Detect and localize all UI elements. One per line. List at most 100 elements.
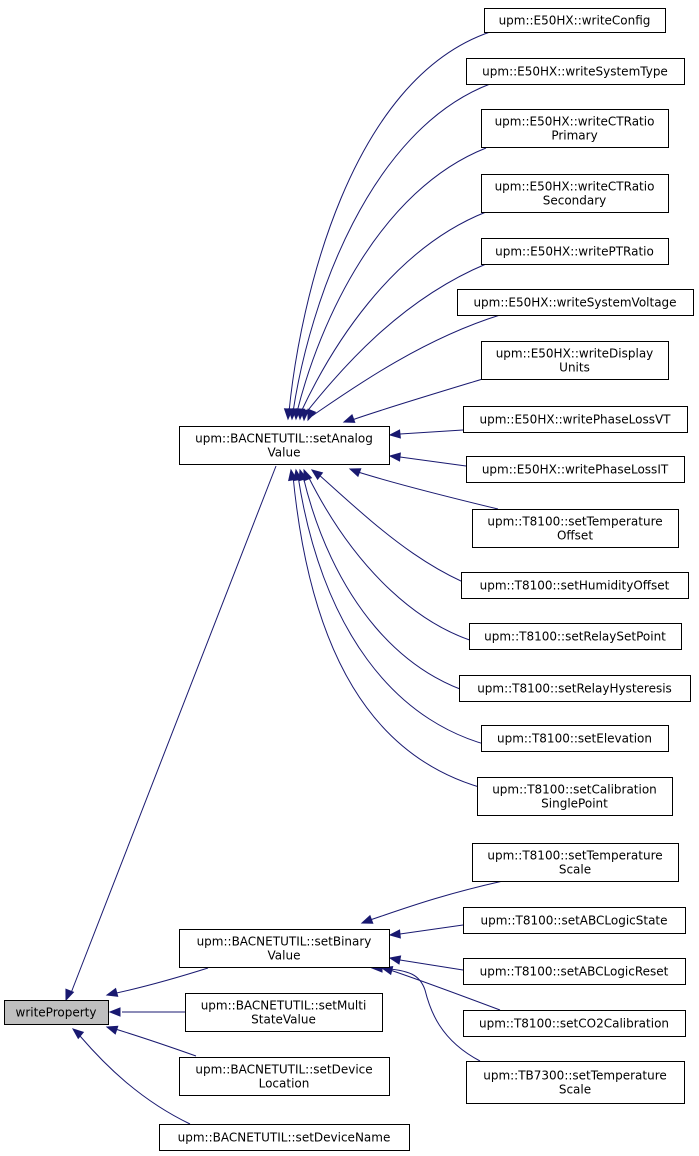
arrow-head [105, 1025, 119, 1035]
node-label-line: upm::T8100::setHumidityOffset [480, 579, 670, 593]
node-e50_writeConfig[interactable]: upm::E50HX::writeConfig [484, 8, 666, 33]
arrow-head [288, 468, 298, 482]
arrow-head [310, 469, 324, 481]
node-box [481, 725, 669, 752]
node-label-line: upm::E50HX::writePTRatio [495, 245, 654, 259]
node-label-line: Offset [557, 529, 593, 543]
edge-line [351, 377, 487, 421]
edge-e50_writeDisplayUnits-to-setAnalogValue [342, 377, 487, 423]
node-label-line: upm::T8100::setRelaySetPoint [484, 630, 666, 644]
node-label-line: upm::E50HX::writeCTRatio [495, 180, 655, 194]
node-t81_setCO2Calibration[interactable]: upm::T8100::setCO2Calibration [463, 1010, 686, 1037]
node-box [463, 907, 686, 934]
node-label-line: Scale [559, 863, 591, 877]
edge-line [399, 959, 464, 971]
node-label-line: upm::T8100::setElevation [497, 732, 652, 746]
arrow-head [388, 429, 401, 439]
node-box [481, 174, 669, 213]
edge-line [399, 456, 467, 467]
node-e50_writePhaseLossIT[interactable]: upm::E50HX::writePhaseLossIT [466, 456, 685, 483]
node-box [472, 843, 679, 882]
arrow-head [388, 452, 401, 462]
node-t81_setRelayHysteresis[interactable]: upm::T8100::setRelayHysteresis [459, 675, 691, 702]
node-e50_writeSystemType[interactable]: upm::E50HX::writeSystemType [466, 58, 685, 85]
node-label-line: Value [268, 949, 301, 963]
node-label-line: upm::T8100::setTemperature [487, 849, 662, 863]
edge-line [70, 465, 277, 994]
node-label-line: upm::BACNETUTIL::setAnalog [195, 432, 373, 446]
node-label-line: upm::T8100::setTemperature [487, 515, 662, 529]
node-label-line: SinglePoint [541, 797, 608, 811]
node-setDeviceName[interactable]: upm::BACNETUTIL::setDeviceName [159, 1124, 410, 1151]
edge-line [369, 880, 504, 921]
edge-setBinaryValue-to-writeProperty [105, 967, 209, 997]
node-t81_setABCLogicState[interactable]: upm::T8100::setABCLogicState [463, 907, 686, 934]
arrow-head [71, 1028, 85, 1040]
node-label-line: upm::E50HX::writeSystemVoltage [473, 296, 676, 310]
edge-line [357, 471, 499, 510]
edge-e50_writeSystemType-to-setAnalogValue [287, 83, 491, 421]
node-label-line: Value [268, 446, 301, 460]
node-box [457, 289, 694, 316]
node-box [463, 1010, 686, 1037]
node-label-line: upm::T8100::setABCLogicReset [480, 965, 669, 979]
edge-t81_setTemperatureScale-to-setBinaryValue [360, 880, 504, 924]
edge-line [111, 967, 209, 995]
node-t81_setElevation[interactable]: upm::T8100::setElevation [481, 725, 669, 752]
arrow-head [388, 929, 401, 939]
edge-setMultiStateValue-to-writeProperty [108, 1007, 186, 1017]
edge-t81_setRelaySetPoint-to-setAnalogValue [303, 468, 511, 650]
node-box [179, 929, 390, 968]
node-e50_writePTRatio[interactable]: upm::E50HX::writePTRatio [481, 238, 669, 265]
edge-line [304, 263, 487, 415]
node-label-line: writeProperty [16, 1006, 97, 1020]
edge-t81_setABCLogicState-to-setBinaryValue [388, 924, 464, 939]
node-label-line: upm::E50HX::writeDisplay [496, 347, 654, 361]
node-box [463, 958, 686, 985]
node-box [466, 58, 685, 85]
node-e50_writeSystemVoltage[interactable]: upm::E50HX::writeSystemVoltage [457, 289, 694, 316]
arrow-head [65, 988, 75, 1002]
node-e50_writePhaseLossVT[interactable]: upm::E50HX::writePhaseLossVT [463, 406, 688, 433]
arrow-head [299, 409, 310, 422]
edge-line [79, 1035, 191, 1125]
edge-setAnalogValue-to-writeProperty [65, 465, 277, 1002]
node-box [472, 509, 679, 548]
node-label-line: upm::E50HX::writePhaseLossVT [479, 413, 671, 427]
edge-t81_setABCLogicReset-to-setBinaryValue [388, 955, 464, 971]
node-label-line: upm::T8100::setRelayHysteresis [477, 682, 672, 696]
node-label-line: upm::E50HX::writePhaseLossIT [482, 463, 669, 477]
edge-setDeviceName-to-writeProperty [71, 1028, 191, 1125]
node-t81_setABCLogicReset[interactable]: upm::T8100::setABCLogicReset [463, 958, 686, 985]
arrow-head [360, 914, 374, 924]
edge-e50_writePhaseLossIT-to-setAnalogValue [388, 452, 467, 467]
node-box [484, 8, 666, 33]
node-t81_setHumidityOffset[interactable]: upm::T8100::setHumidityOffset [461, 572, 689, 599]
edge-line [292, 475, 491, 791]
node-box [469, 623, 682, 650]
node-box [459, 675, 691, 702]
node-box [481, 341, 669, 380]
edge-line [297, 475, 511, 751]
edge-line [296, 147, 487, 413]
node-t81_setRelaySetPoint[interactable]: upm::T8100::setRelaySetPoint [469, 623, 682, 650]
edge-line [399, 429, 464, 435]
node-label-line: Scale [559, 1083, 591, 1097]
node-label-line: upm::TB7300::setTemperature [483, 1069, 667, 1083]
node-label-line: StateValue [251, 1013, 316, 1027]
node-label-line: upm::T8100::setABCLogicState [480, 914, 667, 928]
node-label-line: Location [259, 1077, 310, 1091]
arrow-head [348, 468, 362, 478]
